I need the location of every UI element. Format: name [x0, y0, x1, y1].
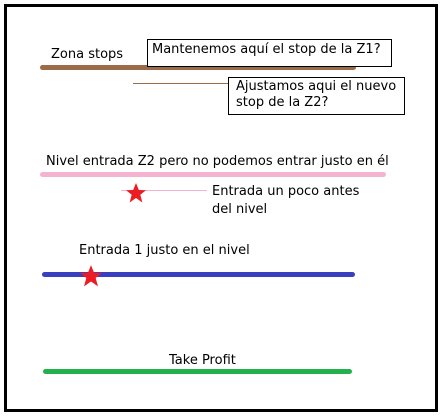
entry-1-label: Entrada 1 justo en el nivel — [79, 243, 250, 258]
early-entry-label-line2: del nivel — [212, 202, 268, 217]
stops-zone-line — [40, 65, 356, 70]
keep-stop-note: Mantenemos aquí el stop de la Z1? — [147, 39, 392, 67]
entry-1-line — [42, 272, 355, 277]
take-profit-label: Take Profit — [169, 353, 236, 368]
star-icon — [126, 183, 146, 203]
early-entry-line — [121, 190, 207, 191]
stops-zone-label: Zona stops — [51, 47, 124, 62]
keep-stop-note-text: Mantenemos aquí el stop de la Z1? — [152, 42, 381, 57]
new-stop-note: Ajustamos aqui el nuevo stop de la Z2? — [228, 77, 405, 115]
entry-z2-line — [40, 172, 386, 177]
diagram-frame — [4, 4, 438, 412]
take-profit-line — [43, 369, 352, 374]
new-stop-note-line2: stop de la Z2? — [236, 95, 329, 110]
entry-z2-label: Nivel entrada Z2 pero no podemos entrar … — [46, 154, 389, 169]
star-icon — [80, 265, 102, 287]
new-stop-line — [133, 83, 228, 84]
new-stop-note-line1: Ajustamos aqui el nuevo — [236, 79, 397, 94]
early-entry-label-line1: Entrada un poco antes — [212, 184, 360, 199]
